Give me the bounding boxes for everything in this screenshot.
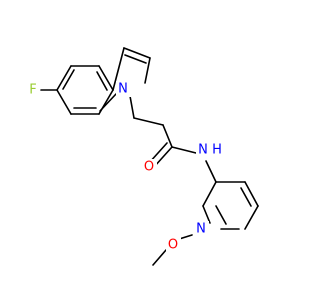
bond-pyridine-5 — [202, 205, 211, 224]
bond-amide-n-pyridine — [205, 160, 217, 183]
bond-ch2-ch2 — [133, 117, 164, 126]
bond-pyridine-2-inner — [240, 187, 252, 207]
bond-benzene-3 — [98, 65, 114, 91]
atom-labels: F N O N H N O — [26, 81, 226, 253]
bond-pyrrole-c3-c2-inner — [124, 54, 147, 64]
bond-benzene-1-inner — [62, 69, 75, 90]
bond-carbonyl-amide-n — [171, 146, 197, 154]
fluorine-label: F — [29, 83, 36, 98]
carbonyl-oxygen-atom: O — [142, 159, 157, 175]
bond-pyridine-6 — [202, 181, 217, 207]
indole-nitrogen-label: N — [118, 82, 128, 97]
molecule-structure-canvas: F N O N H N O — [26, 47, 259, 266]
methoxy-oxygen-label: O — [168, 238, 178, 253]
bond-pyridine-2 — [244, 181, 259, 207]
bond-pyrrole-c2-n1 — [144, 57, 151, 84]
bond-ch2-carbonyl — [162, 124, 173, 148]
pyridine-nitrogen-label: N — [196, 222, 206, 237]
amide-hydrogen-label: H — [212, 143, 222, 158]
bond-methoxy-o-ch3 — [152, 249, 167, 266]
bond-n1-ch2 — [129, 95, 135, 119]
pyridine-nitrogen-atom: N — [194, 221, 209, 237]
bond-pyridine-3 — [244, 205, 259, 230]
bond-pyrrole-c3-c2 — [123, 47, 151, 59]
bond-pyrrole-c3a-c3 — [112, 47, 125, 91]
bond-pyridine-4-inner — [215, 205, 227, 225]
molecule-structure: F N O N H N O — [26, 47, 259, 266]
bond-benzene-1 — [56, 65, 72, 91]
amide-nitrogen-label: N — [198, 143, 208, 158]
bond-benzene-3-inner — [96, 71, 108, 91]
carbonyl-oxygen-label: O — [144, 160, 154, 175]
methoxy-oxygen-atom: O — [166, 237, 181, 253]
bond-benzene-6 — [56, 89, 72, 115]
amide-nitrogen-atom: N H — [196, 142, 226, 158]
indole-nitrogen-atom: N — [116, 81, 131, 97]
fluorine-atom: F — [26, 82, 40, 98]
bonds — [40, 47, 259, 266]
bond-pyrrole-n1-c7a — [99, 93, 117, 112]
